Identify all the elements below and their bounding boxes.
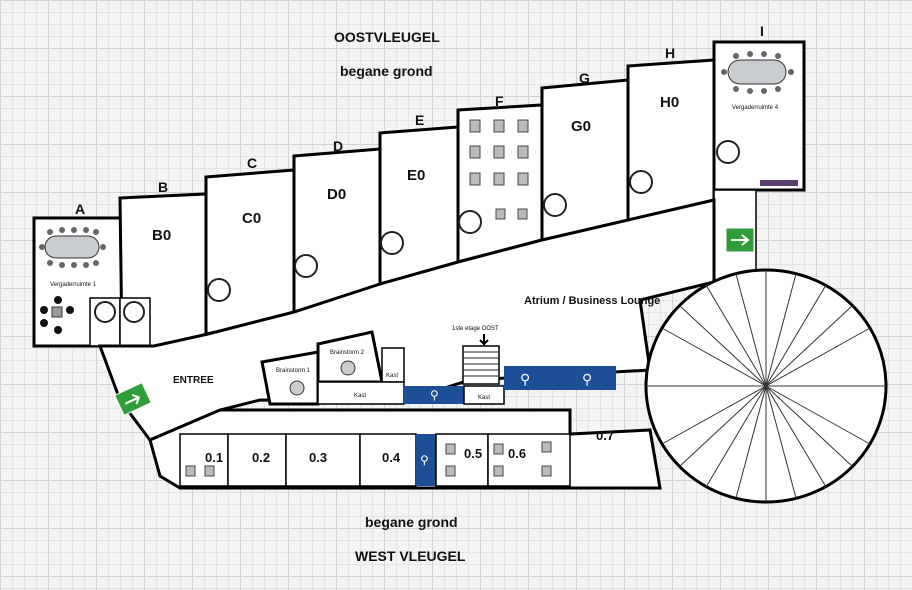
spiral-stair-icon — [207, 278, 231, 302]
spiral-stair-icon — [94, 301, 116, 323]
unit-letter-h: H — [665, 45, 675, 61]
unit-c-label: C0 — [242, 210, 261, 227]
room-0-6-label: 0.6 — [508, 446, 526, 461]
emergency-exit-sign-north — [725, 227, 755, 253]
unit-h[interactable]: H0 — [626, 58, 716, 222]
west-rooms: ⚲ — [179, 433, 571, 487]
unit-letter-i: I — [760, 23, 764, 39]
unit-letter-f: F — [495, 93, 504, 109]
unit-i[interactable]: Vergaderruimte 4 — [712, 40, 806, 192]
atrium-label: Atrium / Business Lounge — [524, 295, 660, 307]
unit-h-label: H0 — [660, 94, 679, 111]
unit-b-label: B0 — [152, 227, 171, 244]
spiral-stair-icon — [543, 193, 567, 217]
unit-a[interactable]: Vergaderruimte 1 — [32, 216, 124, 348]
east-wing-title: OOSTVLEUGEL — [334, 29, 440, 45]
room-0-4-label: 0.4 — [382, 450, 401, 465]
spiral-stair-icon — [629, 170, 653, 194]
unit-f[interactable] — [456, 103, 544, 264]
unit-e-label: E0 — [407, 167, 425, 184]
room-0-2-label: 0.2 — [252, 450, 270, 465]
storage-3-label: Kast — [478, 395, 490, 401]
restroom-icon: ⚲ — [582, 371, 592, 387]
emergency-exit-icon — [731, 234, 750, 246]
unit-letter-c: C — [247, 155, 257, 171]
brainstorm-1-label: Brainstorm 1 — [276, 368, 311, 374]
meeting-room-1-label: Vergaderruimte 1 — [50, 282, 97, 288]
staircase-east[interactable] — [462, 334, 500, 385]
staircase-icon — [479, 334, 489, 347]
storage-3 — [463, 385, 505, 405]
restroom-icon: ⚲ — [430, 388, 439, 402]
restroom-icon: ⚲ — [420, 453, 429, 467]
meeting-room-4-label: Vergaderruimte 4 — [732, 105, 779, 111]
atrium[interactable] — [644, 268, 888, 504]
unit-c[interactable]: C0 — [204, 168, 296, 336]
emergency-exit-sign-entrance — [114, 382, 152, 416]
unit-letter-d: D — [333, 138, 343, 154]
restroom-block-1 — [404, 386, 464, 404]
unit-e[interactable]: E0 — [378, 125, 460, 286]
stairs-label: 1ste etage OOST — [452, 326, 499, 332]
spiral-stair-icon — [123, 301, 145, 323]
room-0-1-label: 0.1 — [205, 450, 223, 465]
room-0-5-label: 0.5 — [464, 446, 482, 461]
restroom-icon: ⚲ — [520, 371, 530, 387]
storage-2-label: Kast — [354, 393, 366, 399]
room-0-7-label: 0.7 — [596, 428, 614, 443]
west-floor-title: begane grond — [365, 514, 458, 530]
unit-d[interactable]: D0 — [292, 147, 382, 314]
unit-letter-g: G — [579, 70, 590, 86]
unit-d-label: D0 — [327, 186, 346, 203]
spiral-stair-icon — [380, 231, 404, 255]
stairs-a-b — [89, 297, 151, 347]
brainstorm-2-label: Brainstorm 2 — [330, 350, 365, 356]
storage-1-label: Kast — [386, 373, 398, 379]
brainstorm-room-1[interactable]: Brainstorm 1 — [260, 350, 320, 406]
entrance-label: ENTREE — [173, 375, 214, 386]
unit-g[interactable]: G0 — [540, 78, 630, 242]
spiral-stair-icon — [294, 254, 318, 278]
unit-letter-a: A — [75, 201, 85, 217]
emergency-exit-icon — [124, 394, 141, 405]
spiral-stair-icon — [458, 210, 482, 234]
unit-letter-e: E — [415, 112, 424, 128]
east-floor-title: begane grond — [340, 63, 433, 79]
spiral-stair-icon — [716, 140, 740, 164]
room-0-3-label: 0.3 — [309, 450, 327, 465]
unit-letter-b: B — [158, 179, 168, 195]
unit-g-label: G0 — [571, 118, 591, 135]
west-wing-title: WEST VLEUGEL — [355, 548, 466, 564]
restroom-block-2 — [504, 366, 616, 390]
